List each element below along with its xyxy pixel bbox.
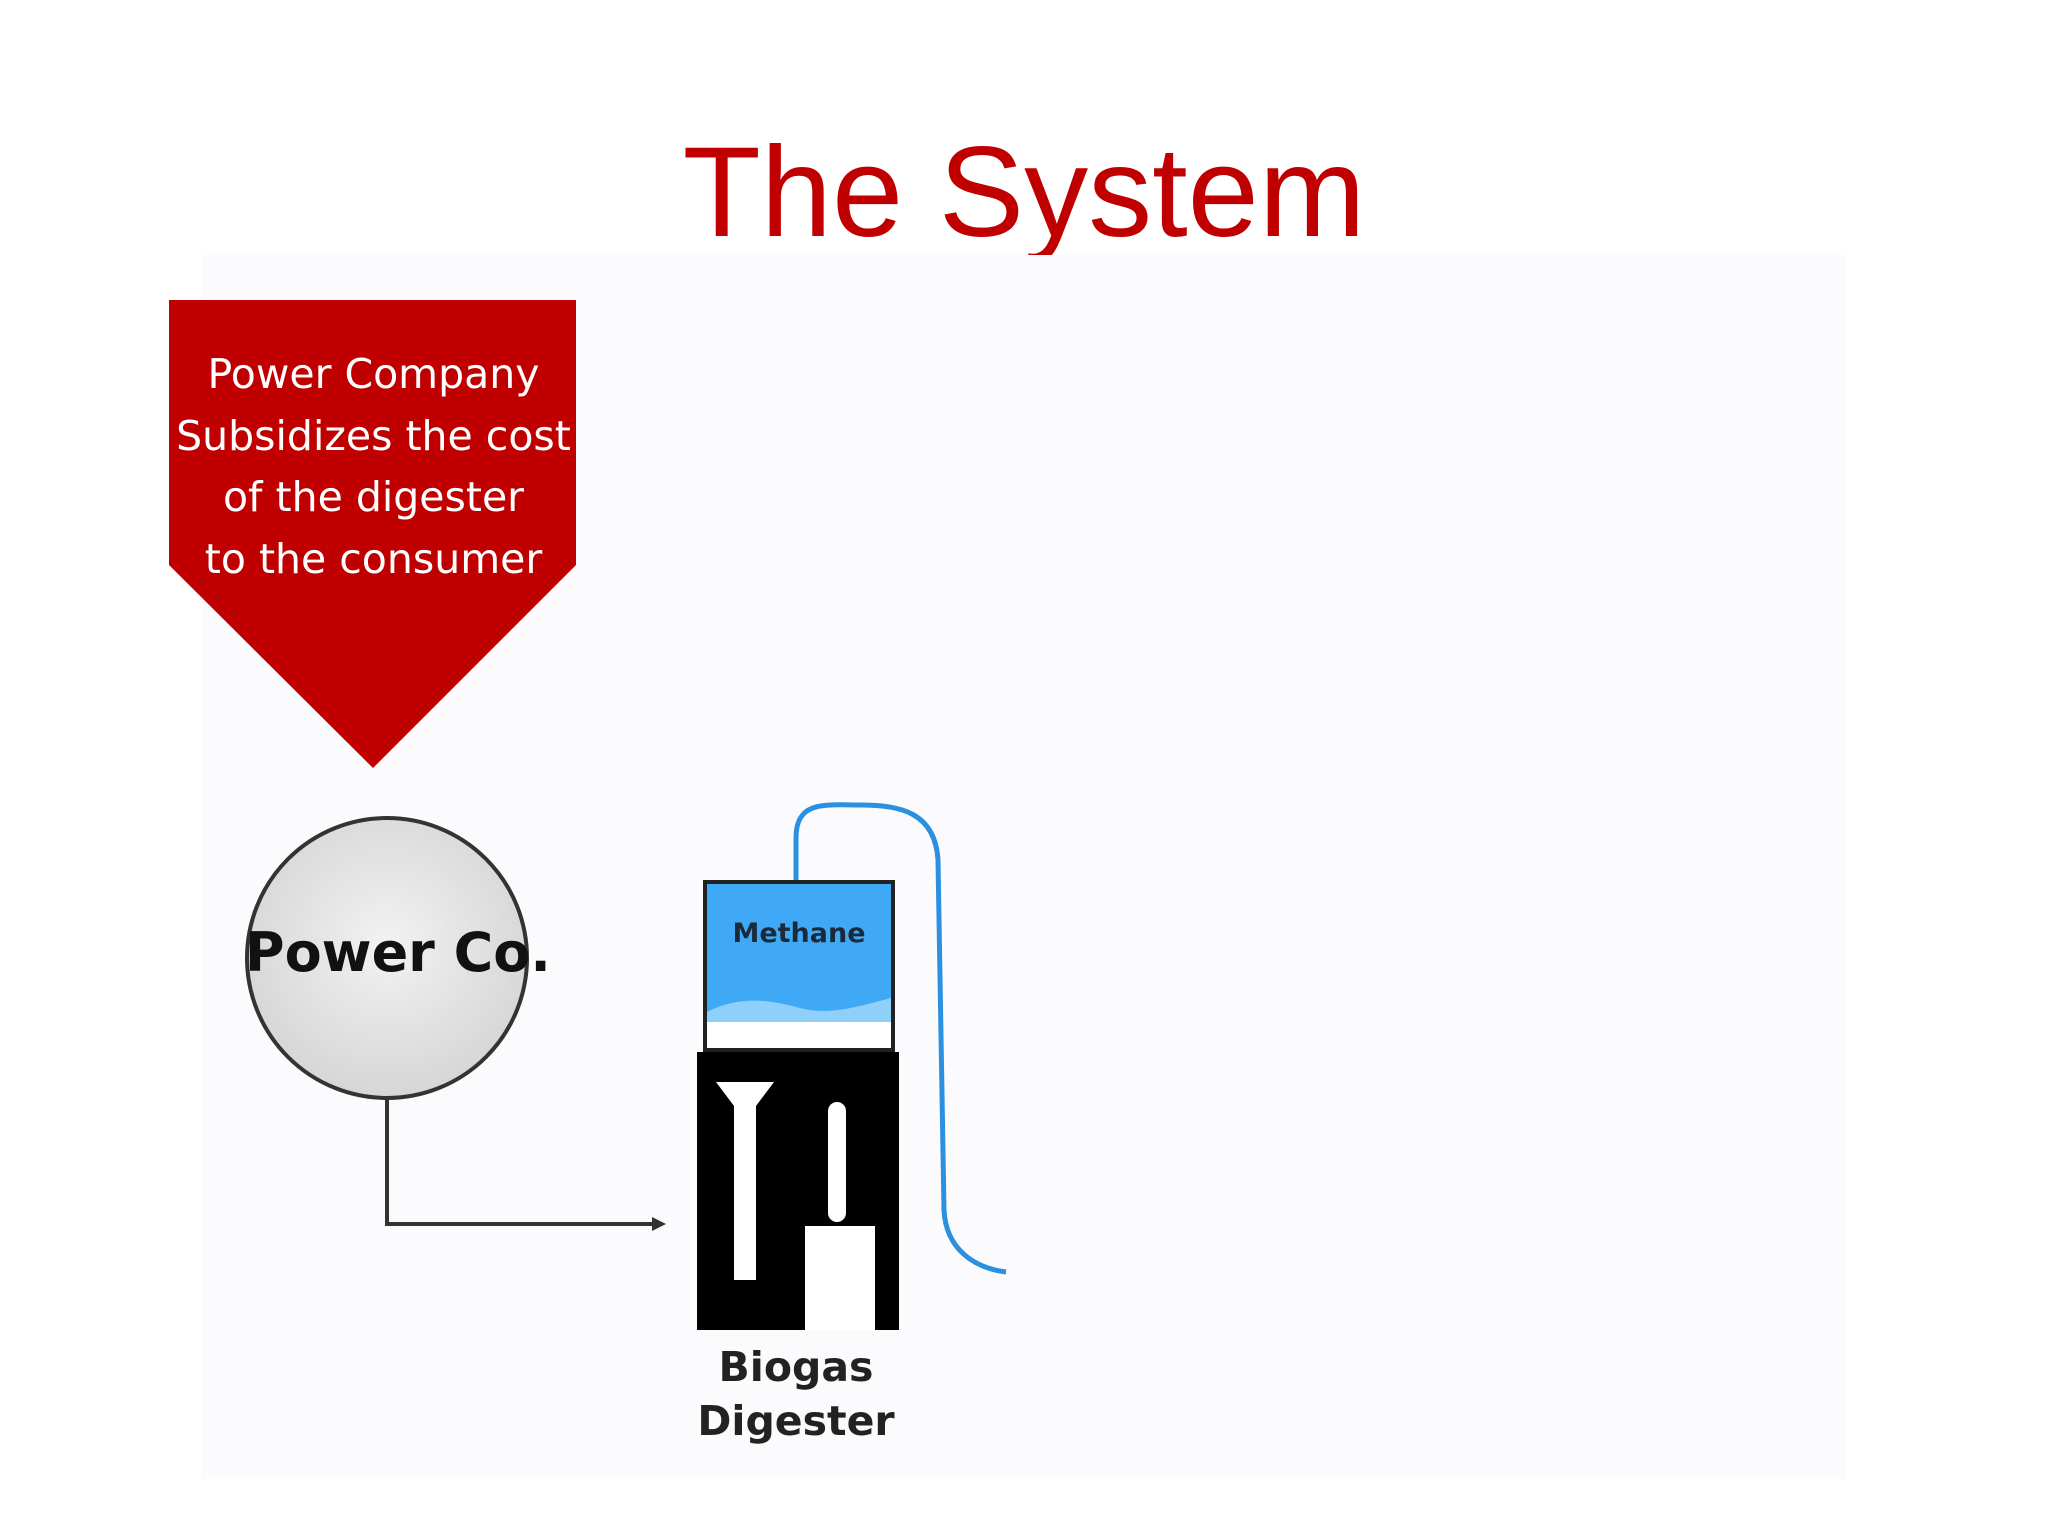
subsidy-connector-arrowhead — [652, 1217, 666, 1231]
subsidy-callout-text: Power Company Subsidizes the cost of the… — [170, 344, 577, 590]
callout-line-2: Subsidizes the cost — [176, 411, 571, 460]
callout-line-1: Power Company — [207, 350, 540, 398]
digester-label-line-2: Digester — [697, 1397, 895, 1445]
digester-inlet — [716, 1082, 774, 1280]
methane-label: Methane — [732, 918, 866, 949]
gas-pipe — [793, 802, 1007, 1275]
slide-title: The System — [682, 121, 1366, 264]
biogas-digester-label: Biogas Digester — [680, 1340, 912, 1448]
callout-line-3: of the digester — [222, 473, 525, 521]
callout-line-4: to the consumer — [204, 534, 543, 583]
digester-outlet-box — [805, 1226, 875, 1330]
digester-outlet-pipe — [828, 1102, 846, 1222]
power-company-label: Power Co. — [245, 921, 551, 984]
subsidy-connector-line — [385, 1098, 660, 1226]
digester-label-line-1: Biogas — [718, 1343, 874, 1391]
callout-arrow-shape — [169, 300, 576, 768]
